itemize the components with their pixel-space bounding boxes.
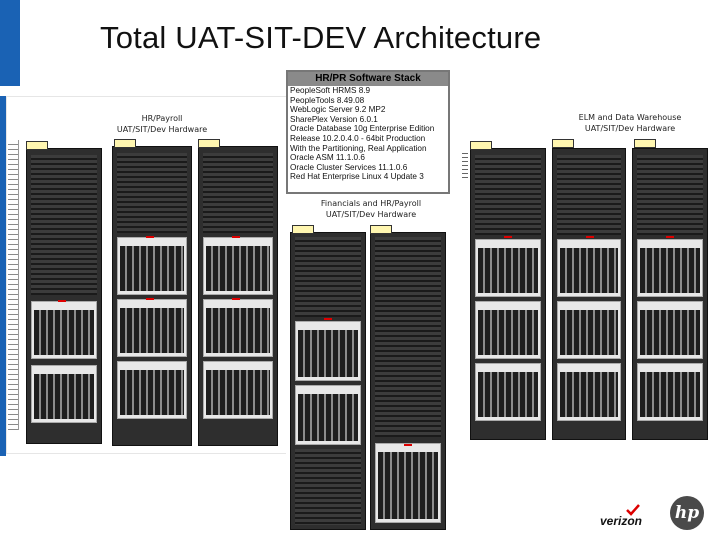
rack-tag [634,139,656,148]
rack-tag [552,139,574,148]
enclosure-marker [58,300,66,302]
software-stack-title: HR/PR Software Stack [288,72,448,86]
middle-group-caption-line2: UAT/SIT/Dev Hardware [325,210,417,219]
left-group-caption-line2: UAT/SIT/Dev Hardware [116,125,208,134]
stack-item: PeopleTools 8.49.08 [290,95,365,105]
rack-tag [26,141,48,150]
right-group-caption-line2: UAT/SIT/Dev Hardware [584,124,676,133]
enclosure-marker [586,236,594,238]
accent-bar-side [0,96,6,456]
rack-right-1 [470,148,546,440]
accent-bar-top [0,0,20,86]
stack-item: Oracle Cluster Services 11.1.0.6 [290,162,408,172]
middle-group-caption: Financials and HR/Payroll UAT/SIT/Dev Ha… [296,198,446,220]
rack-tag [370,225,392,234]
right-group-caption-line1: ELM and Data Warehouse [578,113,682,122]
logo-area: verizon hp [600,496,712,532]
hp-logo: hp [670,496,704,530]
enclosure-marker [146,298,154,300]
enclosure-marker [404,444,412,446]
stack-item: Red Hat Enterprise Linux 4 Update 3 [290,172,424,182]
enclosure-marker [232,236,240,238]
rack-unit-ruler [8,140,19,430]
enclosure-marker [146,236,154,238]
rack-unit-ruler-small [462,150,468,180]
rack-left-3 [198,146,278,446]
enclosure-marker [666,236,674,238]
middle-group-caption-line1: Financials and HR/Payroll [320,199,422,208]
enclosure-marker [324,318,332,320]
verizon-logo: verizon [600,514,643,528]
stack-item: SharePlex Version 6.0.1 [290,114,378,124]
rack-right-2 [552,148,626,440]
right-group-caption: ELM and Data Warehouse UAT/SIT/Dev Hardw… [560,112,700,134]
stack-item: Oracle Database 10g Enterprise Edition [290,124,435,134]
software-stack-box: HR/PR Software Stack PeopleSoft HRMS 8.9… [286,70,450,194]
rack-tag [114,139,136,148]
rack-middle-1 [290,232,366,530]
left-group-caption: HR/Payroll UAT/SIT/Dev Hardware [102,113,222,135]
rack-left-1 [26,148,102,444]
stack-item: WebLogic Server 9.2 MP2 [290,105,386,115]
enclosure-marker [232,298,240,300]
rack-tag [470,141,492,150]
enclosure-marker [504,236,512,238]
verizon-check-icon [626,504,640,516]
stack-item: With the Partitioning, Real Application [290,143,427,153]
stack-item: Oracle ASM 11.1.0.6 [290,153,365,163]
stack-item: Release 10.2.0.4.0 - 64bit Production [290,133,426,143]
slide-title: Total UAT-SIT-DEV Architecture [100,20,542,55]
rack-right-3 [632,148,708,440]
rack-tag [292,225,314,234]
stack-item: PeopleSoft HRMS 8.9 [290,86,371,95]
rack-left-2 [112,146,192,446]
rack-tag [198,139,220,148]
rack-middle-2 [370,232,446,530]
left-group-caption-line1: HR/Payroll [141,114,183,123]
